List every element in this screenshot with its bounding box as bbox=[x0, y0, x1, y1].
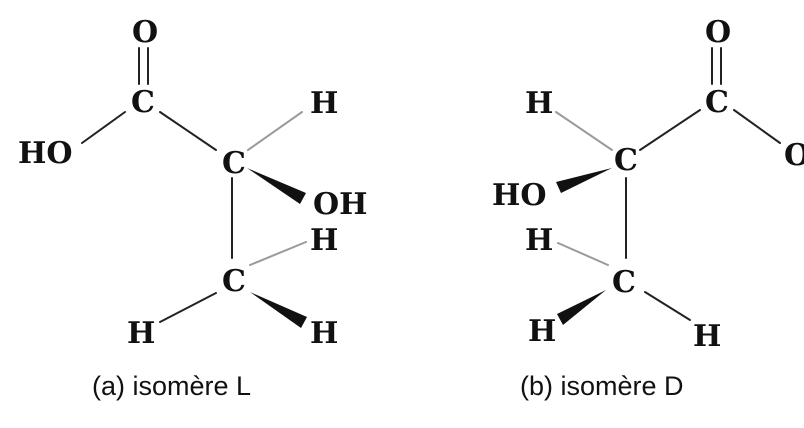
d-atom-methyl-c: C bbox=[612, 265, 636, 300]
l-atom-methyl-h-left: H bbox=[127, 316, 155, 351]
d-bond-c-o bbox=[733, 109, 781, 144]
caption-isomer-l: (a) isomère L bbox=[92, 371, 252, 401]
l-bond-cmethyl-h-top bbox=[249, 241, 307, 266]
l-wedge-calpha-oh bbox=[247, 168, 306, 204]
d-bond-c-calpha bbox=[639, 109, 701, 151]
l-atom-alpha-h: H bbox=[310, 86, 338, 121]
l-bond-calpha-h bbox=[247, 111, 303, 151]
d-atom-carbonyl-o: O bbox=[705, 15, 731, 50]
d-atom-methyl-h-right: H bbox=[693, 319, 721, 354]
d-atom-alpha-ho: HO bbox=[492, 178, 546, 213]
d-atom-alpha-h: H bbox=[525, 86, 553, 121]
d-bond-cmethyl-h-top bbox=[557, 242, 609, 266]
caption-isomer-d: (b) isomère D bbox=[520, 371, 684, 401]
d-atom-methyl-h-left: H bbox=[528, 314, 556, 349]
l-atom-alpha-oh: OH bbox=[313, 187, 367, 222]
d-wedge-cmethyl-h-left bbox=[557, 290, 606, 325]
d-atom-carboxyl-c: C bbox=[705, 85, 729, 120]
l-atom-carboxyl-c: C bbox=[131, 85, 155, 120]
l-atom-carbonyl-o: O bbox=[132, 15, 158, 50]
d-atom-hydroxyl-o: O bbox=[784, 138, 804, 173]
d-bond-calpha-h bbox=[555, 111, 613, 151]
l-atom-methyl-c: C bbox=[222, 264, 246, 299]
l-bond-c-ho bbox=[81, 111, 126, 144]
l-atom-hydroxyl-ho: HO bbox=[18, 136, 72, 171]
d-atom-alpha-c: C bbox=[614, 143, 638, 178]
isomer-l-structure: O C HO H C OH H C H H bbox=[18, 15, 367, 351]
l-bond-cmethyl-h-left bbox=[159, 292, 217, 323]
l-bond-c-calpha bbox=[159, 111, 217, 151]
d-bond-cmethyl-h-right bbox=[644, 291, 691, 321]
l-atom-methyl-h-right: H bbox=[310, 316, 338, 351]
d-wedge-calpha-ho bbox=[556, 168, 612, 193]
l-atom-alpha-c: C bbox=[222, 146, 246, 181]
d-atom-methyl-h-top: H bbox=[525, 223, 553, 258]
l-atom-methyl-h-top: H bbox=[310, 223, 338, 258]
isomer-d-structure: O C O H C HO H C H H bbox=[492, 15, 804, 354]
l-wedge-cmethyl-h-right bbox=[250, 292, 307, 328]
